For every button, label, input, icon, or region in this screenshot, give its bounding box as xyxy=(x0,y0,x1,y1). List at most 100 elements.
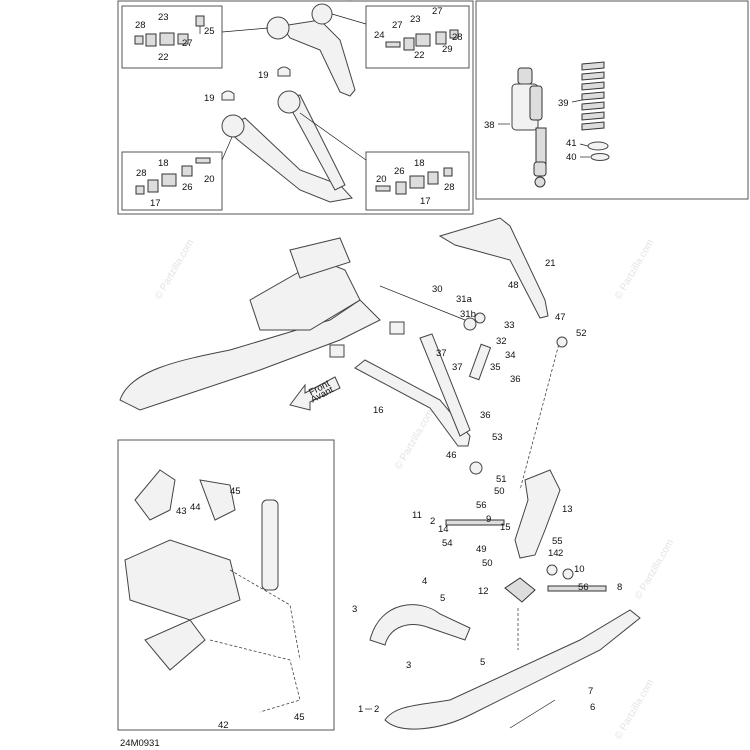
callout-31b: 31b xyxy=(460,309,476,320)
callout-53: 53 xyxy=(492,432,503,443)
bushing-31a-drawing xyxy=(463,317,477,331)
callout-50: 50 xyxy=(494,486,505,497)
callout-28: 28 xyxy=(135,20,146,31)
callout-8: 8 xyxy=(617,582,622,593)
upper-a-arm-main-drawing xyxy=(438,217,549,319)
callout-35: 35 xyxy=(490,362,501,373)
callout-labels: 28 23 25 27 22 24 27 23 27 28 29 22 19 1… xyxy=(120,6,622,749)
callout-36: 36 xyxy=(510,374,521,385)
callout-45: 45 xyxy=(230,486,241,497)
callout-55: 55 xyxy=(552,536,563,547)
ski-drawing xyxy=(384,609,641,730)
front-direction-arrow: Front Avant xyxy=(289,376,341,411)
callout-5: 5 xyxy=(440,593,445,604)
callout-18: 18 xyxy=(414,158,425,169)
callout-47: 47 xyxy=(555,312,566,323)
callout-28: 28 xyxy=(136,168,147,179)
callout-18: 18 xyxy=(158,158,169,169)
lower-a-arm-drawing xyxy=(224,117,353,203)
ski-handle-drawing xyxy=(369,604,471,646)
callout-11: 11 xyxy=(412,510,422,521)
callout-9: 9 xyxy=(486,514,491,525)
watermark-text: © Partzilla.com xyxy=(633,538,676,602)
bolt-drawing xyxy=(445,519,505,526)
callout-5: 5 xyxy=(480,657,485,668)
bushing-ring xyxy=(311,3,333,25)
callout-6: 6 xyxy=(590,702,595,713)
callout-19: 19 xyxy=(258,70,269,81)
callout-50: 50 xyxy=(482,558,493,569)
clip-drawing xyxy=(221,90,235,101)
callout-17: 17 xyxy=(420,196,431,207)
callout-56: 56 xyxy=(578,582,589,593)
callout-34: 34 xyxy=(505,350,516,361)
shock-absorber-drawing xyxy=(511,67,547,188)
watermark-text: © Partzilla.com xyxy=(613,678,656,742)
washer-drawing xyxy=(562,568,574,580)
frame-part-drawing xyxy=(144,619,206,671)
upper-a-arm-drawing xyxy=(281,19,356,97)
callout-40: 40 xyxy=(566,152,577,163)
callout-25: 25 xyxy=(204,26,215,37)
coil-spring-drawing xyxy=(581,61,605,131)
callout-48: 48 xyxy=(508,280,519,291)
spindle-drawing xyxy=(514,469,561,559)
link-plate-drawing xyxy=(468,343,492,381)
ball-joint-drawing xyxy=(469,461,483,475)
callout-33: 33 xyxy=(504,320,515,331)
callout-43: 43 xyxy=(176,506,187,517)
callout-2: 2 xyxy=(430,516,435,527)
bushing-drawing xyxy=(329,344,345,358)
callout-3: 3 xyxy=(406,660,411,671)
callout-1: 1 xyxy=(358,704,363,715)
callout-26: 26 xyxy=(394,166,405,177)
bushing-ring xyxy=(221,114,245,138)
lower-a-arm-main-drawing xyxy=(419,333,471,437)
ski-stopper-drawing xyxy=(504,577,536,603)
callout-44: 44 xyxy=(190,502,201,513)
callout-41: 41 xyxy=(566,138,577,149)
watermark-text: © Partzilla.com xyxy=(613,238,656,302)
callout-46: 46 xyxy=(446,450,457,461)
callout-7: 7 xyxy=(588,686,593,697)
callout-24: 24 xyxy=(374,30,385,41)
callout-37: 37 xyxy=(436,348,447,359)
callout-20: 20 xyxy=(376,174,387,185)
bolt-drawing xyxy=(547,585,607,592)
callout-13: 13 xyxy=(562,504,573,515)
tie-rod-end-drawing xyxy=(556,336,568,348)
callout-22: 22 xyxy=(158,52,169,63)
callout-4: 4 xyxy=(422,576,427,587)
callout-14: 14 xyxy=(548,548,559,559)
bracket-drawing xyxy=(199,479,236,521)
callout-29: 29 xyxy=(442,44,453,55)
callout-32: 32 xyxy=(496,336,507,347)
callout-23: 23 xyxy=(158,12,169,23)
hardware-stubs xyxy=(134,15,459,195)
callout-42: 42 xyxy=(218,720,229,731)
callout-36: 36 xyxy=(480,410,491,421)
callout-20: 20 xyxy=(204,174,215,185)
callout-45: 45 xyxy=(294,712,305,723)
bushing-31b-drawing xyxy=(474,312,486,324)
callout-12: 12 xyxy=(478,586,489,597)
callout-21: 21 xyxy=(545,258,556,269)
callout-38: 38 xyxy=(484,120,495,131)
clip-drawing xyxy=(277,66,291,77)
callout-27: 27 xyxy=(432,6,443,17)
callout-56: 56 xyxy=(476,500,487,511)
chassis-section-drawing xyxy=(124,539,241,621)
callout-37: 37 xyxy=(452,362,463,373)
frame-part-drawing xyxy=(134,469,176,521)
callout-19: 19 xyxy=(204,93,215,104)
bushing-ring xyxy=(277,90,301,114)
callout-39: 39 xyxy=(558,98,569,109)
washer-drawing xyxy=(546,564,558,576)
bushing-drawing xyxy=(389,321,405,335)
watermark-text: © Partzilla.com xyxy=(153,238,196,302)
spring-seat-drawing xyxy=(590,153,610,161)
callout-26: 26 xyxy=(182,182,193,193)
callout-51: 51 xyxy=(496,474,507,485)
callout-27: 27 xyxy=(392,20,403,31)
